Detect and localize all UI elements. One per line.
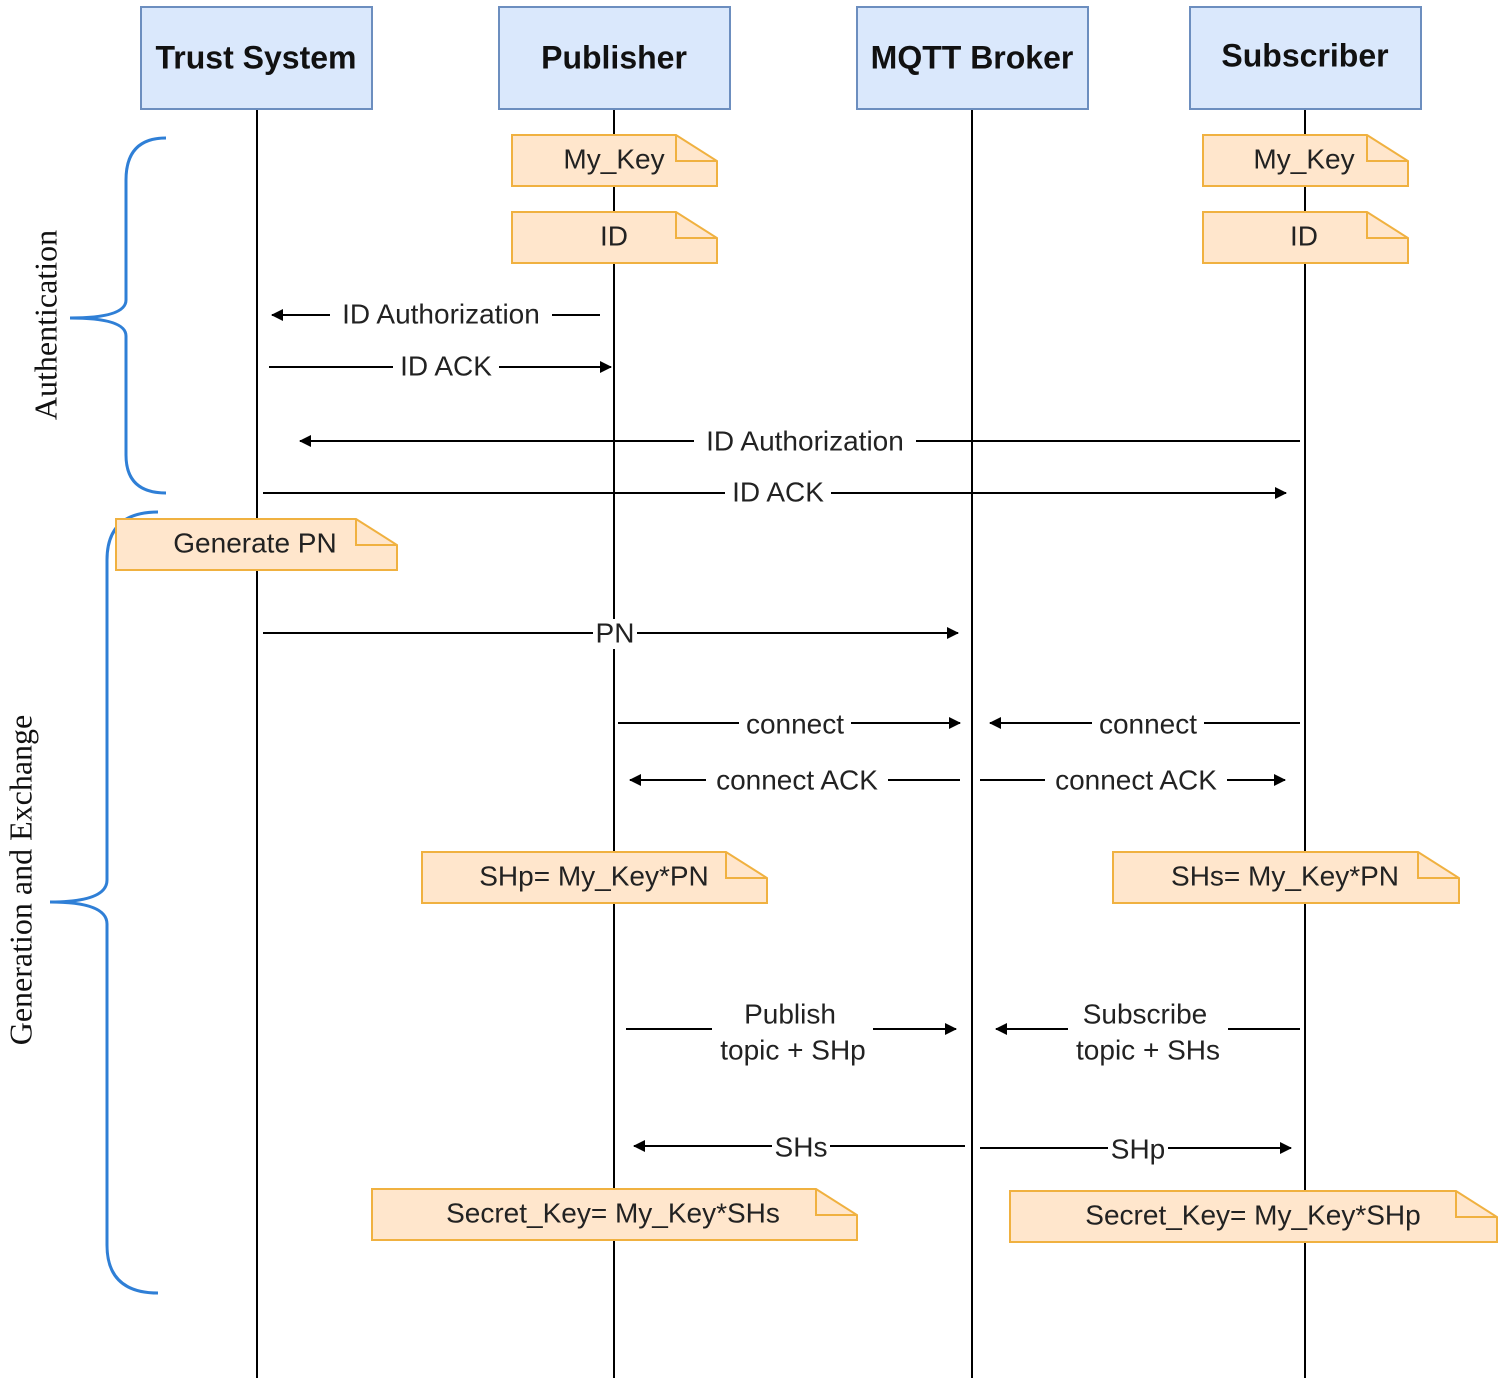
actor-mqtt-broker-label: MQTT Broker (871, 39, 1074, 75)
actors: Trust System Publisher MQTT Broker Subsc… (140, 6, 1422, 110)
msg-publish: Publish topic + SHp (626, 998, 957, 1065)
note-subscriber-id-label: ID (1290, 220, 1318, 251)
msg-publisher-id-authorization: ID Authorization (271, 298, 600, 330)
msg-publisher-id-ack: ID ACK (269, 350, 612, 382)
note-subscriber-shs-label: SHs= My_Key*PN (1171, 860, 1399, 891)
msg-subscribe-label-2: topic + SHs (1076, 1034, 1220, 1065)
actor-subscriber: Subscriber (1189, 6, 1422, 110)
msg-subscriber-connect-ack: connect ACK (980, 764, 1286, 796)
bracket-generation-exchange (49, 510, 159, 1295)
msg-shp-label: SHp (1111, 1133, 1165, 1164)
msg-shs-label: SHs (775, 1131, 828, 1162)
msg-subscriber-id-ack: ID ACK (263, 476, 1287, 508)
msg-publisher-connect-label: connect (746, 708, 844, 739)
msg-shp-to-subscriber: SHp (980, 1133, 1292, 1165)
msg-subscriber-connect-ack-label: connect ACK (1055, 764, 1217, 795)
actor-trust-system: Trust System (140, 6, 373, 110)
msg-publisher-connect-ack-label: connect ACK (716, 764, 878, 795)
actor-mqtt-broker: MQTT Broker (856, 6, 1089, 110)
notes: My_Key My_Key ID ID Generate PN SHp= My_… (115, 134, 1498, 1243)
msg-subscriber-id-authorization: ID Authorization (299, 425, 1300, 457)
actor-trust-system-label: Trust System (156, 39, 357, 75)
msg-subscriber-id-authorization-label: ID Authorization (706, 425, 904, 456)
phase-generation-exchange-label: Generation and Exchange (2, 715, 38, 1046)
phase-brackets: Authentication Generation and Exchange (2, 136, 167, 1295)
msg-publisher-connect: connect (618, 708, 961, 740)
note-publisher-secret-key: Secret_Key= My_Key*SHs (371, 1188, 858, 1241)
msg-publisher-connect-ack: connect ACK (629, 764, 960, 796)
actor-publisher: Publisher (498, 6, 731, 110)
note-publisher-id-label: ID (600, 220, 628, 251)
msg-publisher-id-authorization-label: ID Authorization (342, 298, 540, 329)
note-subscriber-secret-key-label: Secret_Key= My_Key*SHp (1085, 1199, 1420, 1230)
note-publisher-shp: SHp= My_Key*PN (421, 851, 768, 904)
msg-subscribe-label-1: Subscribe (1083, 998, 1208, 1029)
note-subscriber-my-key-label: My_Key (1253, 143, 1354, 174)
note-subscriber-shs: SHs= My_Key*PN (1112, 851, 1460, 904)
note-publisher-id: ID (511, 211, 718, 264)
note-generate-pn-label: Generate PN (173, 527, 336, 558)
note-publisher-my-key: My_Key (511, 134, 718, 187)
note-subscriber-my-key: My_Key (1202, 134, 1409, 187)
phase-authentication-label: Authentication (27, 230, 63, 420)
note-publisher-shp-label: SHp= My_Key*PN (479, 860, 709, 891)
note-subscriber-id: ID (1202, 211, 1409, 264)
note-generate-pn: Generate PN (115, 518, 398, 571)
messages: ID Authorization ID ACK ID Authorization… (263, 298, 1300, 1165)
msg-subscriber-connect-label: connect (1099, 708, 1197, 739)
msg-subscriber-id-ack-label: ID ACK (732, 476, 824, 507)
actor-subscriber-label: Subscriber (1221, 37, 1388, 73)
msg-publish-label-2: topic + SHp (720, 1034, 866, 1065)
note-publisher-secret-key-label: Secret_Key= My_Key*SHs (446, 1197, 780, 1228)
msg-pn: PN (263, 617, 959, 649)
note-subscriber-secret-key: Secret_Key= My_Key*SHp (1009, 1190, 1498, 1243)
note-publisher-my-key-label: My_Key (563, 143, 664, 174)
msg-subscribe: Subscribe topic + SHs (995, 998, 1300, 1065)
lifelines (256, 110, 1306, 1378)
bracket-authentication (69, 136, 167, 495)
msg-shs-to-publisher: SHs (633, 1131, 965, 1163)
msg-subscriber-connect: connect (989, 708, 1300, 740)
msg-publisher-id-ack-label: ID ACK (400, 350, 492, 381)
actor-publisher-label: Publisher (541, 39, 687, 75)
msg-pn-label: PN (596, 617, 635, 648)
msg-publish-label-1: Publish (744, 998, 836, 1029)
